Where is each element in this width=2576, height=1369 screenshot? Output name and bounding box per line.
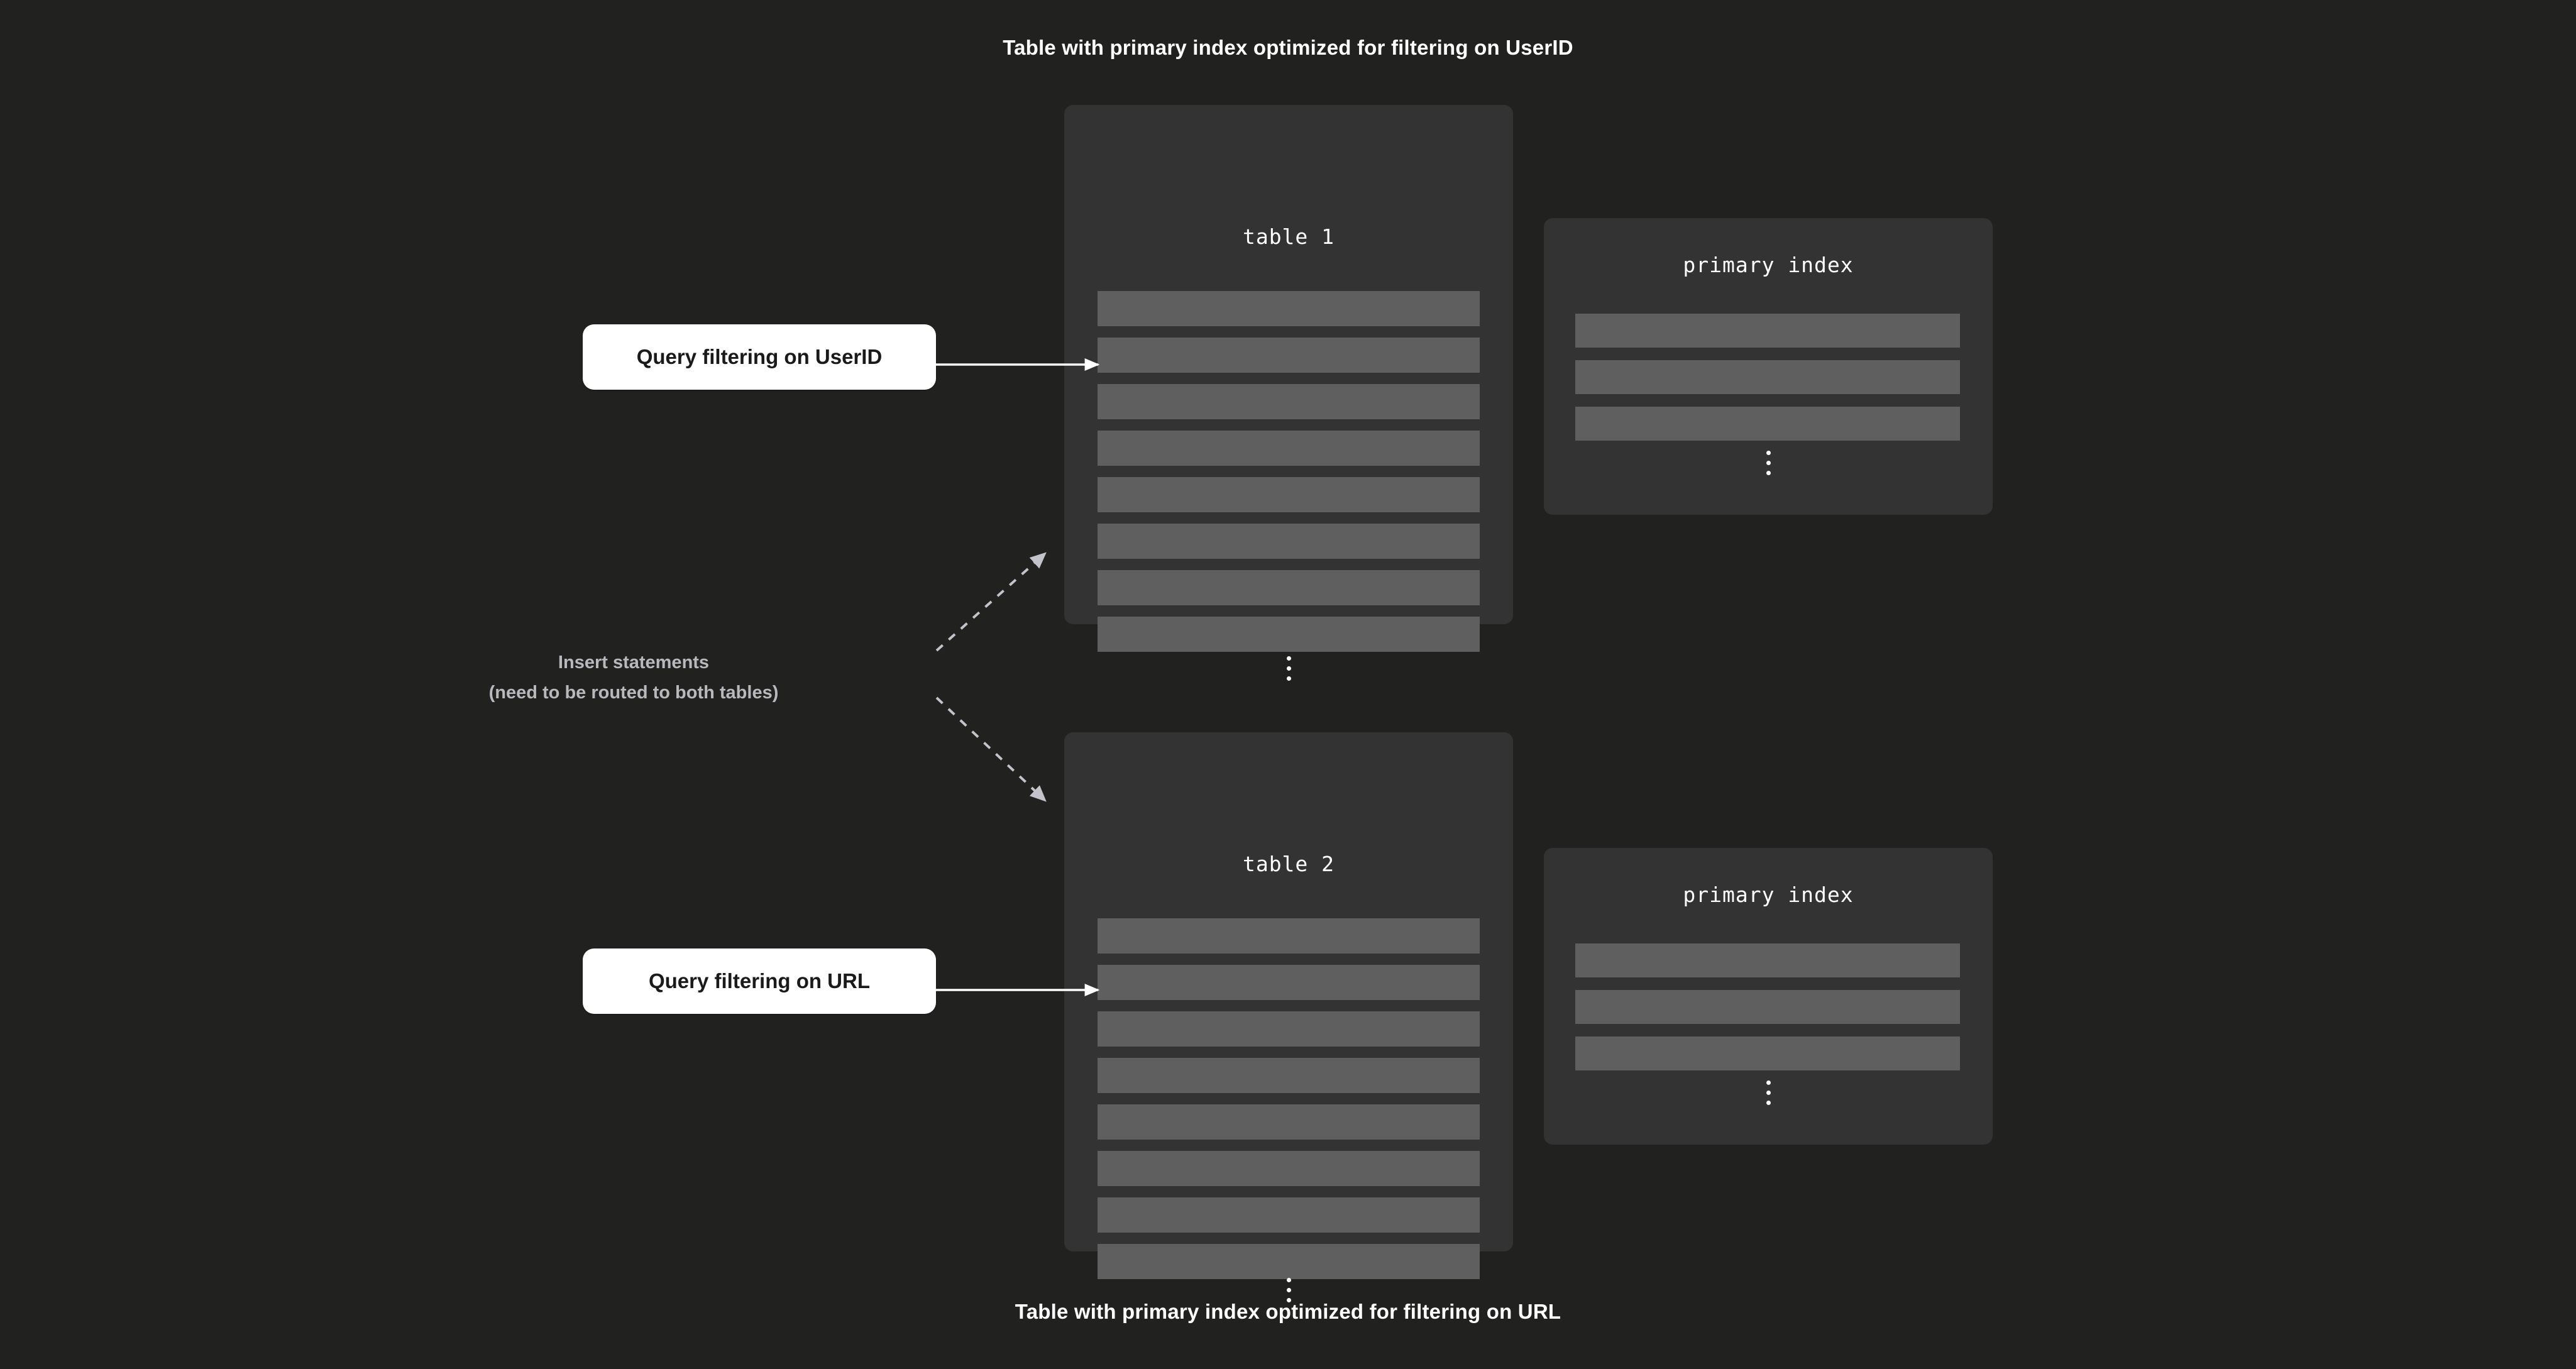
vertical-ellipsis-icon	[1064, 656, 1513, 681]
table-1-panel: table 1	[1064, 105, 1513, 681]
query-filtering-url-box[interactable]: Query filtering on URL	[583, 948, 936, 1014]
table-1-title: table 1	[1242, 224, 1335, 249]
table-row	[1098, 1197, 1480, 1233]
table-row	[1098, 918, 1480, 954]
table-row	[1098, 291, 1480, 326]
primary-index-2-title: primary index	[1683, 882, 1854, 907]
primary-index-1-panel: primary index	[1544, 218, 1993, 515]
table-2-panel: table 2	[1064, 732, 1513, 1302]
top-section-caption: Table with primary index optimized for f…	[1003, 36, 1573, 59]
table-row	[1098, 1244, 1480, 1279]
index-row	[1575, 407, 1960, 441]
table-row	[1098, 384, 1480, 419]
query-filtering-userid-box[interactable]: Query filtering on UserID	[583, 324, 936, 390]
index-row	[1575, 360, 1960, 394]
primary-index-1-title: primary index	[1683, 253, 1854, 277]
table-1-rows	[1098, 291, 1480, 652]
vertical-ellipsis-icon	[1064, 1278, 1513, 1302]
table-row	[1098, 1011, 1480, 1047]
arrow-inserts-to-table-1	[935, 552, 1047, 652]
index-row	[1575, 943, 1960, 977]
primary-index-2-rows	[1575, 943, 1960, 1070]
table-row	[1098, 1151, 1480, 1186]
primary-index-1-rows	[1575, 314, 1960, 441]
table-row	[1098, 338, 1480, 373]
table-row	[1098, 617, 1480, 652]
arrow-inserts-to-table-2	[935, 696, 1047, 802]
table-row	[1098, 524, 1480, 559]
primary-index-2-panel: primary index	[1544, 848, 1993, 1145]
insert-statements-note: Insert statements (need to be routed to …	[457, 647, 810, 708]
vertical-ellipsis-icon	[1544, 1080, 1993, 1105]
insert-statements-line-1: Insert statements	[558, 652, 710, 673]
vertical-ellipsis-icon	[1544, 451, 1993, 475]
table-row	[1098, 1058, 1480, 1093]
index-row	[1575, 314, 1960, 348]
table-row	[1098, 477, 1480, 512]
table-2-title: table 2	[1242, 852, 1335, 876]
table-row	[1098, 570, 1480, 605]
index-row	[1575, 990, 1960, 1024]
table-2-rows	[1098, 918, 1480, 1279]
insert-statements-line-2: (need to be routed to both tables)	[488, 683, 779, 703]
index-row	[1575, 1036, 1960, 1070]
table-row	[1098, 1104, 1480, 1140]
table-row	[1098, 431, 1480, 466]
bottom-section-caption: Table with primary index optimized for f…	[1015, 1300, 1561, 1323]
table-row	[1098, 965, 1480, 1000]
